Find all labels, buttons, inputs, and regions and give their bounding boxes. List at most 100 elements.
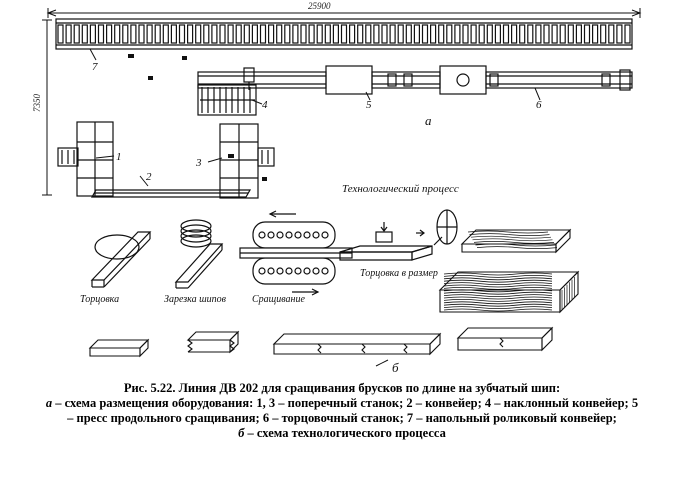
finished-boards [460,228,572,254]
caption-line-1-text: – схема размещения оборудования: 1, 3 – … [52,396,639,410]
grain-line [443,299,553,302]
marker-blocks [128,54,267,181]
step-label-tenon: Зарезка шипов [164,294,227,305]
roller [65,24,72,44]
caption-line-3-text: – схема технологического процесса [244,426,446,440]
trimmer-6 [439,65,487,95]
belt-roller [267,267,275,275]
roller [308,24,315,44]
roller [211,24,218,44]
roller [340,24,348,44]
label-1: 1 [116,151,122,163]
roller [259,24,267,44]
roller [235,24,242,44]
roller [170,24,177,44]
roller [405,24,412,44]
roller [357,24,364,44]
roller [365,24,372,44]
roller [268,24,275,44]
roller [527,24,534,44]
belt-roller [303,231,311,239]
grain-line [473,241,555,244]
step-tenon-illustration [174,219,224,289]
grain-line [443,287,553,290]
grain-line [443,272,553,276]
label-6: 6 [536,99,542,111]
roller [591,24,599,44]
roller [130,24,137,44]
roller [195,24,202,44]
grain-line [472,238,553,242]
roller [600,24,607,44]
roller [494,24,501,44]
step-label-cut-to-size: Торцовка в размер [360,268,438,279]
width-dimension [46,8,642,18]
roller [276,24,283,44]
roller [324,24,331,44]
roller [478,24,485,44]
roller [470,24,477,44]
blank-piece-1 [88,338,150,358]
grain-line [443,301,553,305]
step-joining-illustration [239,210,353,296]
roller [624,24,631,44]
step-cut-to-size-illustration [339,209,458,261]
step-trim-illustration [90,231,152,288]
roller [608,24,615,44]
roller [551,24,558,44]
board-stack [438,270,580,314]
roller [292,24,299,44]
grain-line [469,233,550,236]
conveyor-2 [90,189,252,198]
process-title: Технологический процесс [342,183,459,195]
grain-line [443,275,553,278]
caption-letter-b: б [238,426,245,440]
roller [316,24,323,44]
cross-cut-machine-3 [219,123,275,199]
roller [430,24,437,44]
belt-roller [258,267,266,275]
roller [413,24,420,44]
grain-line [476,246,558,249]
grain-line [443,308,553,312]
label-3: 3 [195,157,202,169]
roller [178,24,186,44]
roller [284,24,291,44]
grain-line [467,230,549,234]
main-line [197,65,633,95]
roller [438,24,445,44]
grain-line [443,291,553,295]
belt-roller [312,267,320,275]
grain-line [443,306,553,309]
roller [381,24,388,44]
roller [187,24,194,44]
roller [389,24,396,44]
belt-roller [321,267,329,275]
line-dv202-diagram: 25900 7350 7 4 5 6 1 3 2 а Технологическ… [32,1,642,375]
roller [446,24,453,44]
caption-line-2: – пресс продольного сращивания; 6 – торц… [67,411,617,425]
part-b-label: б [392,360,399,375]
grain-line [443,284,553,288]
grain-line [443,279,553,283]
cross-cut-machine-1 [57,121,114,197]
roller [349,24,356,44]
roller [462,24,469,44]
figure-caption: Рис. 5.22. Линия ДВ 202 для сращивания б… [0,381,684,441]
grain-line [443,296,553,300]
roller [397,24,404,44]
roller [73,24,80,44]
roller [559,24,566,44]
press-5 [325,65,373,95]
belt-roller [321,231,329,239]
roller [57,24,64,44]
label-7: 7 [92,61,98,73]
roller [203,24,210,44]
roller [227,24,234,44]
label-2: 2 [146,171,152,183]
roller [502,24,510,44]
roller [97,24,105,44]
roller [535,24,542,44]
part-a-label: а [425,113,432,128]
roller [154,24,161,44]
